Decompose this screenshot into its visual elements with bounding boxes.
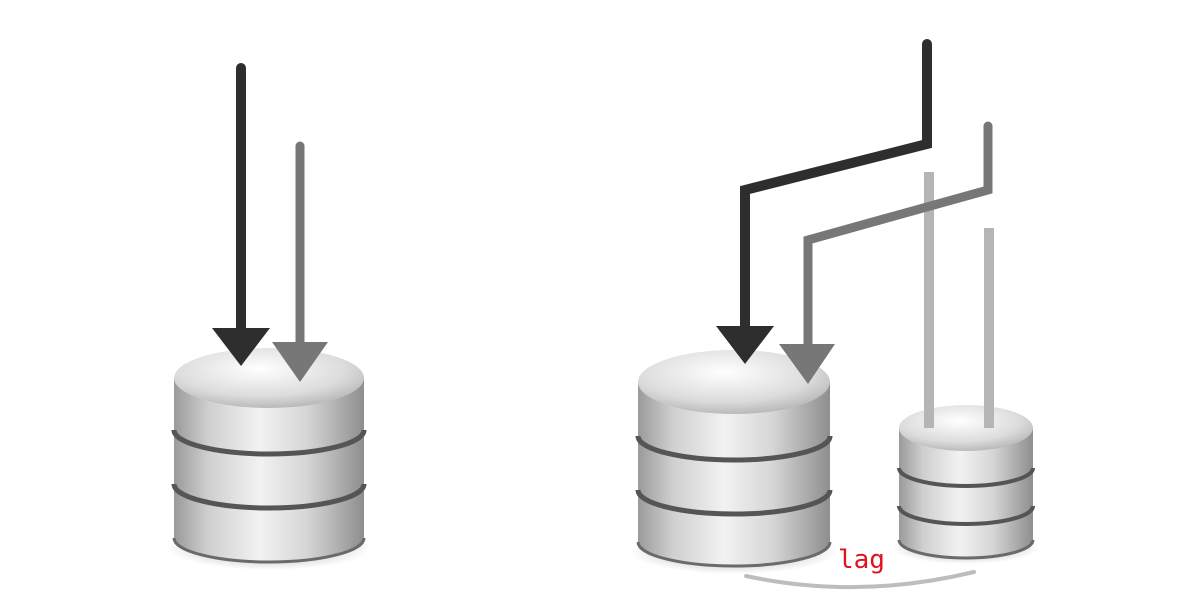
- lag-label: lag: [838, 545, 885, 575]
- routed-write-arrow-medium: [779, 121, 993, 384]
- lag-annotation: lag: [744, 545, 976, 590]
- replica-database: [892, 405, 1040, 564]
- lag-curve: [744, 570, 976, 590]
- single-database: [167, 348, 371, 570]
- replicated-write-arrow-light: [924, 172, 994, 428]
- routed-write-arrow-dark: [716, 39, 932, 364]
- write-arrow-medium: [272, 141, 328, 382]
- primary-database: [630, 350, 838, 574]
- write-arrow-dark: [212, 63, 270, 366]
